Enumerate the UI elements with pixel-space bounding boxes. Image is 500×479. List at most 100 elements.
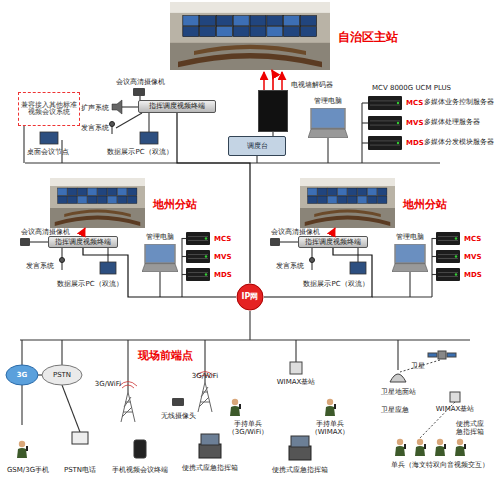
part-label: 数据展示PC（双流） [107, 148, 172, 156]
video-wall-screen [233, 26, 249, 36]
wall-decoder: 电视墙解码器 [258, 90, 288, 132]
server-unit: MVS多媒体处理服务器 [368, 116, 402, 130]
node-text: 指挥调度视频终端 [299, 237, 367, 247]
part-label: 会议高清摄像机 [271, 228, 320, 236]
room-ceiling [50, 178, 145, 186]
video-wall-screen [308, 188, 318, 196]
video-wall-screen [68, 196, 78, 204]
part-label: 发言系统 [26, 262, 54, 270]
network-wire [21, 340, 22, 365]
monitor-icon [140, 132, 158, 144]
monitor-icon [40, 132, 58, 144]
server-slot [370, 100, 400, 101]
soldier-figure [325, 399, 336, 416]
part-label: 3G [17, 371, 28, 379]
speaker-icon [112, 100, 122, 114]
network-wire [20, 96, 470, 432]
room-ceiling [300, 178, 395, 186]
soldier-figure [435, 439, 446, 456]
server-led [205, 255, 207, 257]
desk-row [305, 216, 391, 227]
server-slot [438, 236, 458, 237]
microphone-icon [60, 258, 65, 263]
network-wire [256, 156, 257, 163]
server-slot [188, 240, 208, 241]
laptop-base [308, 129, 348, 138]
node-text: 地州分站 [153, 199, 197, 212]
station-photo-shape [170, 2, 330, 70]
phone-icon [134, 440, 146, 458]
part-label: 手持单兵（3G/WiFi） [226, 420, 270, 436]
part-label: 桌面会议节点 [27, 148, 69, 156]
video-wall-screen [127, 188, 137, 196]
connector [333, 228, 335, 236]
network-wire [25, 162, 440, 163]
satellite-link [390, 374, 406, 382]
video-wall-screen [233, 16, 249, 26]
server-led [205, 273, 207, 275]
server-slot [188, 254, 208, 255]
laptop-screen [311, 108, 345, 128]
server-slot [438, 276, 458, 277]
room-wall [50, 178, 145, 228]
command-case [199, 434, 311, 460]
soldier-figure [17, 399, 466, 458]
video-wall-screen [338, 196, 348, 204]
camera-icon [133, 88, 145, 96]
camera-icon [270, 238, 280, 246]
station-photo-shape [50, 178, 145, 228]
connector [272, 70, 273, 90]
server-unit-shape [436, 232, 460, 245]
video-wall-screen [338, 188, 348, 196]
network-wire [280, 241, 298, 242]
server-slot [370, 145, 400, 146]
part-label: 扩声系统 [81, 104, 109, 112]
server-slot [438, 258, 458, 259]
network-wire [38, 374, 42, 375]
satellite-link [438, 351, 446, 359]
base-station [290, 362, 460, 402]
server-code: MDS [214, 270, 232, 278]
command-case [289, 436, 311, 460]
laptop-screen [395, 244, 425, 263]
video-wall-screen [117, 188, 127, 196]
video-wall-screen [68, 188, 78, 196]
part-label: 3G/WiFi [192, 372, 218, 380]
video-wall-screen [284, 16, 300, 26]
network-wire [61, 248, 62, 258]
part-label: WIMAX基站 [436, 405, 475, 413]
server-slot [370, 140, 400, 141]
server-led [455, 273, 457, 275]
part-label: MCV 8000G UCM PLUS [372, 84, 451, 92]
server-slot [188, 236, 208, 237]
server-unit: MVS [436, 250, 460, 263]
server-code: MDS [406, 139, 424, 147]
video-wall-screen [377, 196, 387, 204]
server-unit: MVS [186, 250, 210, 263]
management-pc: 管理电脑 [392, 244, 428, 272]
video-wall-screen [88, 196, 98, 204]
part-label: 手机视频会议终端 [112, 466, 168, 474]
server-slot [370, 105, 400, 106]
node-text: IP网 [236, 283, 264, 311]
soldier-figure [395, 439, 406, 456]
management-pc: 管理电脑 [308, 108, 348, 138]
node-text: 管理电脑 [146, 233, 174, 241]
dispatch-console: 调度台 [228, 136, 286, 156]
external-system-box: 兼容接入其他标准视频会议系统 [18, 92, 80, 126]
node-text: 管理电脑 [396, 233, 424, 241]
video-wall-screen [127, 196, 137, 204]
node-text: 多媒体处理服务器 [424, 119, 480, 126]
video-wall-screen [216, 16, 232, 26]
server-unit-shape [436, 250, 460, 263]
satellite-link [447, 353, 456, 357]
server-unit-shape [186, 268, 210, 281]
room-ceiling [170, 2, 330, 13]
part-label: GSM/3G手机 [7, 466, 49, 474]
station-photo: 自治区主站 [170, 2, 330, 70]
network-wire [397, 340, 398, 370]
video-wall-screen [367, 188, 377, 196]
part-label: 卫星 [411, 362, 425, 370]
node-text: 调度台 [229, 137, 285, 155]
